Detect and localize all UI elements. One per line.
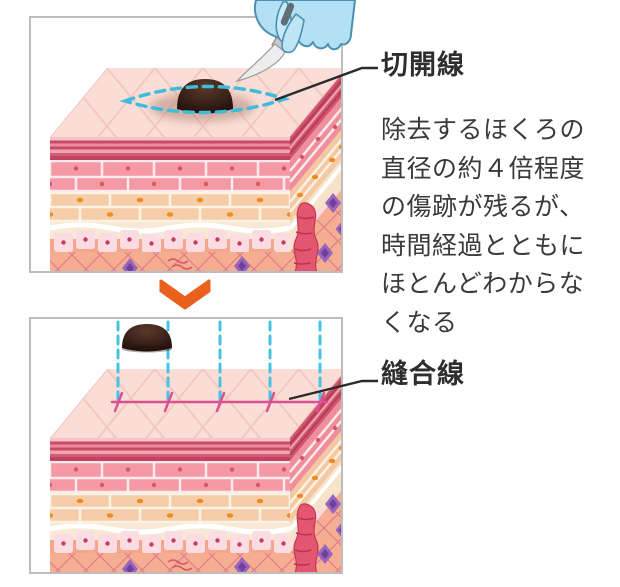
incision-label: 切開線 (381, 50, 465, 80)
incision-panel-illustration (29, 0, 360, 276)
glove-thumb (281, 12, 305, 54)
description-line: 除去するほくろの (381, 116, 586, 144)
down-chevron-icon (159, 279, 211, 310)
suture-label: 縫合線 (381, 359, 465, 389)
gloved-hand-with-scalpel-icon (235, 0, 356, 83)
scalpel-blade (235, 43, 286, 83)
description-line: 時間経過とともに (381, 231, 586, 260)
bottom-panel-border (29, 317, 343, 574)
description-text: 除去するほくろの 直径の約４倍程度 の傷跡が残るが、 時間経過とともに ほとんど… (381, 111, 619, 342)
description-line: 直径の約４倍程度 (381, 154, 586, 183)
description-line: ほとんどわからな (381, 270, 585, 298)
top-panel-border (29, 16, 343, 273)
skin-cross-section-bottom (50, 320, 360, 578)
removed-mole-base-shade (122, 345, 172, 353)
description-line: の傷跡が残るが、 (381, 193, 585, 221)
removed-mole (122, 324, 172, 352)
suture-panel-illustration (29, 317, 360, 578)
scalpel-butt (280, 2, 295, 26)
skin-cross-section-top (50, 68, 360, 276)
description-line: くなる (381, 308, 458, 337)
suture-line (110, 391, 329, 413)
